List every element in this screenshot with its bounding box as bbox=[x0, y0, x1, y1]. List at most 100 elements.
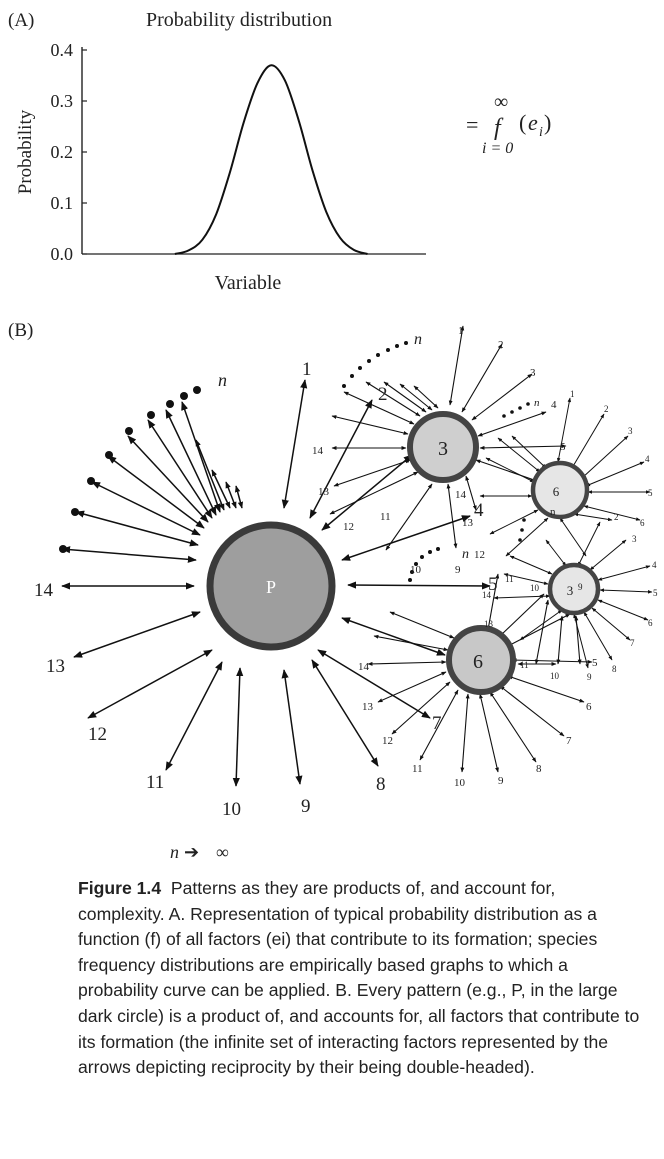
main-arrow-number: 11 bbox=[146, 772, 164, 793]
circle-6-arrows bbox=[367, 573, 593, 773]
arrow-9 bbox=[281, 669, 303, 785]
svg-text:10: 10 bbox=[530, 583, 540, 593]
svg-text:9: 9 bbox=[498, 775, 504, 787]
y-tick-label: 0.2 bbox=[51, 142, 74, 162]
arrow-8 bbox=[311, 659, 379, 767]
formula-equals: = bbox=[466, 112, 478, 137]
circle-r6-n-label: n bbox=[534, 397, 540, 409]
main-circle: P bbox=[206, 521, 336, 651]
main-arrow-number: 8 bbox=[376, 774, 386, 795]
formula: = ∞ f i = 0 ( e i ) bbox=[466, 91, 551, 157]
main-dots bbox=[59, 386, 201, 553]
arrow-10 bbox=[232, 667, 244, 787]
main-arrow-number: 12 bbox=[88, 724, 107, 745]
arrow-n1 bbox=[61, 546, 197, 563]
circle-3-n-label: n bbox=[414, 331, 422, 348]
svg-text:13: 13 bbox=[362, 701, 374, 713]
panel-a: (A) Probability distribution Probability… bbox=[8, 9, 551, 294]
formula-open-paren: ( bbox=[519, 110, 526, 135]
arrow-13 bbox=[73, 611, 201, 658]
circle-r3-label: 3 bbox=[567, 583, 574, 598]
y-tick-label: 0.4 bbox=[51, 40, 74, 60]
probability-curve bbox=[174, 64, 368, 255]
formula-f: f bbox=[494, 115, 504, 141]
svg-text:14: 14 bbox=[455, 489, 467, 501]
svg-text:13: 13 bbox=[318, 486, 330, 498]
main-arrow-number: 4 bbox=[474, 500, 484, 521]
main-arrow-number: 13 bbox=[46, 656, 65, 677]
svg-text:6: 6 bbox=[640, 518, 645, 528]
svg-text:2: 2 bbox=[604, 404, 609, 414]
svg-text:6: 6 bbox=[648, 618, 653, 628]
svg-text:11: 11 bbox=[505, 574, 514, 584]
svg-text:11: 11 bbox=[380, 511, 391, 523]
y-tick-label: 0.3 bbox=[51, 91, 74, 111]
svg-text:3: 3 bbox=[530, 367, 536, 379]
x-axis-label: Variable bbox=[215, 272, 282, 294]
caption-text: Patterns as they are products of, and ac… bbox=[78, 878, 640, 1078]
svg-text:9: 9 bbox=[455, 564, 461, 576]
circle-3-dots bbox=[342, 341, 408, 388]
main-arrow-number: 5 bbox=[488, 574, 498, 595]
main-arrow-number: 14 bbox=[34, 580, 54, 601]
circle-r6-arrows bbox=[479, 397, 651, 557]
main-arrow-number: 10 bbox=[222, 799, 241, 820]
svg-text:4: 4 bbox=[652, 560, 657, 570]
circle-r3-superscript: 9 bbox=[578, 582, 583, 592]
svg-text:n: n bbox=[550, 506, 556, 518]
arrow-7 bbox=[317, 649, 431, 719]
circle-6: 6 bbox=[446, 625, 516, 695]
svg-text:14: 14 bbox=[312, 445, 324, 457]
svg-text:1: 1 bbox=[570, 389, 575, 399]
y-axis-label: Probability bbox=[15, 109, 36, 194]
svg-text:5: 5 bbox=[653, 588, 658, 598]
legend-arrow: ➔ bbox=[184, 842, 199, 862]
y-tick-label: 0.0 bbox=[51, 244, 74, 264]
formula-close-paren: ) bbox=[544, 110, 551, 135]
n-infinity-legend: n ➔ ∞ bbox=[170, 842, 229, 862]
svg-text:3: 3 bbox=[628, 426, 633, 436]
arrow-n6 bbox=[147, 419, 213, 519]
formula-sub-i: i bbox=[539, 125, 543, 140]
svg-text:12: 12 bbox=[343, 521, 354, 533]
arrow-n5 bbox=[127, 435, 209, 523]
main-n-label: n bbox=[218, 370, 227, 390]
svg-text:3: 3 bbox=[632, 534, 637, 544]
circle-r3: 3 9 bbox=[547, 562, 601, 616]
figure-caption: Figure 1.4 Patterns as they are products… bbox=[78, 876, 644, 1081]
arrow-5 bbox=[347, 581, 491, 590]
svg-text:10: 10 bbox=[410, 564, 422, 576]
svg-text:10: 10 bbox=[550, 671, 560, 681]
svg-text:n: n bbox=[462, 547, 469, 562]
svg-text:5: 5 bbox=[560, 441, 566, 453]
main-circle-label: P bbox=[266, 577, 276, 597]
svg-text:2: 2 bbox=[614, 512, 619, 522]
y-ticks: 0.00.10.20.30.4 bbox=[51, 40, 87, 264]
svg-text:12: 12 bbox=[382, 735, 393, 747]
svg-text:13: 13 bbox=[462, 517, 474, 529]
arrow-n11 bbox=[225, 481, 237, 509]
arrow-12 bbox=[87, 649, 213, 719]
main-circle-arrows bbox=[61, 379, 491, 787]
circle-3-label: 3 bbox=[438, 438, 448, 460]
circle-3-arrows bbox=[329, 325, 567, 551]
caption-label: Figure 1.4 bbox=[78, 878, 162, 898]
svg-text:14: 14 bbox=[482, 590, 492, 600]
arrow-4 bbox=[341, 515, 471, 561]
svg-text:5: 5 bbox=[592, 657, 598, 669]
svg-text:7: 7 bbox=[566, 735, 572, 747]
arrow-n7 bbox=[165, 409, 217, 516]
arrow-1 bbox=[281, 379, 308, 509]
svg-text:11: 11 bbox=[412, 763, 423, 775]
circle-6-label: 6 bbox=[473, 651, 483, 673]
arrow-3 bbox=[321, 454, 413, 531]
arrow-n12 bbox=[234, 485, 244, 509]
svg-text:5: 5 bbox=[648, 488, 653, 498]
circle-r6-label: 6 bbox=[553, 484, 560, 499]
panel-a-label: (A) bbox=[8, 10, 34, 31]
circle-r6-dots bbox=[502, 402, 530, 542]
svg-text:4: 4 bbox=[645, 454, 650, 464]
svg-text:13: 13 bbox=[484, 619, 494, 629]
